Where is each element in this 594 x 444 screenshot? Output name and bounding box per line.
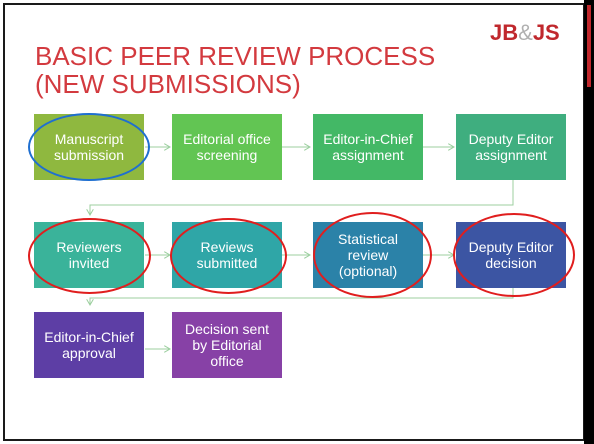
step-label: Decision sent by Editorial office — [184, 321, 270, 369]
step-decision-sent: Decision sent by Editorial office — [172, 312, 282, 378]
highlight-oval-blue — [28, 113, 150, 181]
step-deputy-editor-assignment: Deputy Editor assignment — [456, 114, 566, 180]
accent-bar — [587, 5, 591, 87]
slide-edge-band — [584, 0, 594, 444]
highlight-oval-red — [170, 218, 287, 294]
highlight-oval-red — [28, 218, 151, 294]
logo-part-2: JS — [532, 20, 560, 45]
logo-ampersand: & — [518, 20, 533, 45]
step-label: Deputy Editor assignment — [468, 131, 554, 163]
highlight-oval-red — [453, 213, 575, 297]
title-line-1: BASIC PEER REVIEW PROCESS — [35, 41, 436, 71]
step-editor-in-chief-assignment: Editor-in-Chief assignment — [313, 114, 423, 180]
step-label: Editor-in-Chief assignment — [323, 131, 413, 163]
title-line-2: (NEW SUBMISSIONS) — [35, 69, 301, 99]
step-editor-in-chief-approval: Editor-in-Chief approval — [34, 312, 144, 378]
step-editorial-office-screening: Editorial office screening — [172, 114, 282, 180]
step-label: Editorial office screening — [183, 131, 271, 163]
logo-part-1: JB — [490, 20, 519, 45]
journal-logo: JB&JS — [490, 20, 560, 46]
highlight-oval-red — [313, 212, 432, 298]
step-label: Editor-in-Chief approval — [44, 329, 134, 361]
slide-title: BASIC PEER REVIEW PROCESS (NEW SUBMISSIO… — [35, 42, 495, 98]
